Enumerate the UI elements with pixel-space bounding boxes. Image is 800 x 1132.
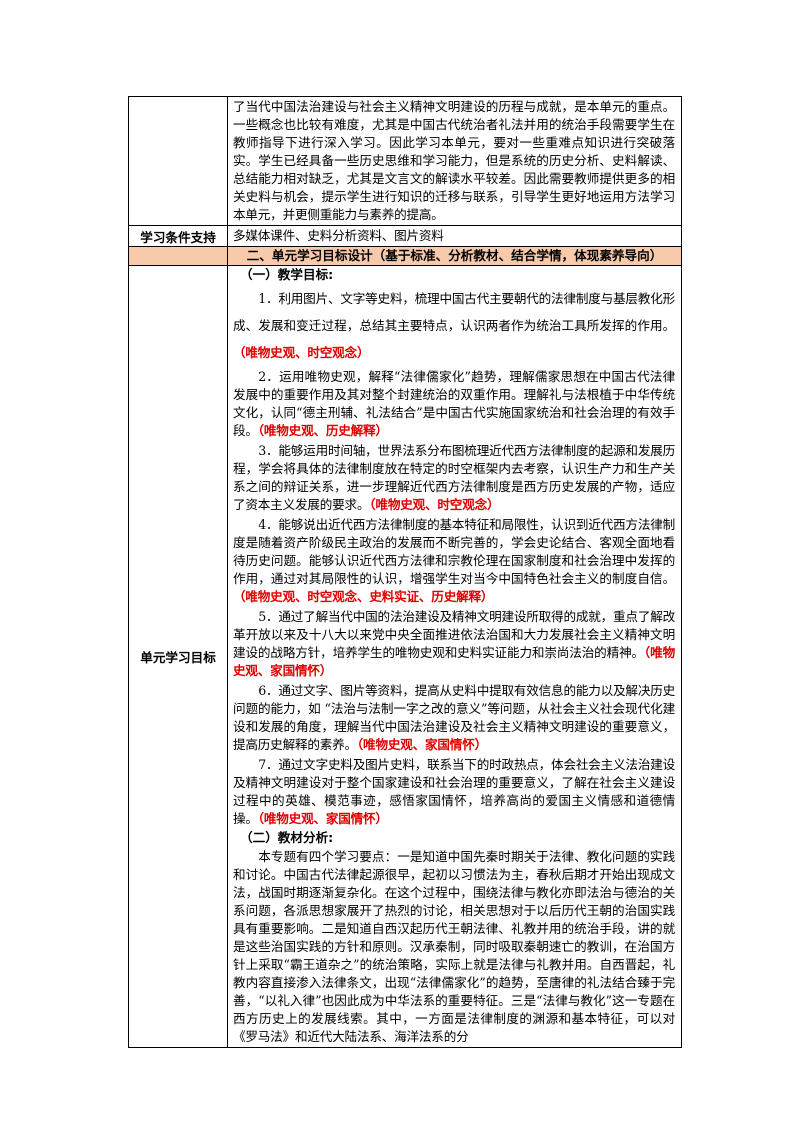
goals-content: （一）教学目标: 1．利用图片、文字等史料，梳理中国古代主要朝代的法律制度与基层… bbox=[227, 265, 682, 1048]
goal-item-3: 3．能够运用时间轴，世界法系分布图梳理近代西方法律制度的起源和发展历程，学会将具… bbox=[233, 443, 675, 512]
support-label: 学习条件支持 bbox=[128, 225, 228, 247]
goal-item-4: 4．能够说出近代西方法律制度的基本特征和局限性，认识到近代西方法律制度是随着资产… bbox=[233, 517, 675, 604]
goal-item-1: 1．利用图片、文字等史料，梳理中国古代主要朝代的法律制度与基层教化形成、发展和变… bbox=[233, 291, 675, 360]
support-value: 多媒体课件、史料分析资料、图片资料 bbox=[233, 228, 444, 243]
goal-item-7: 7．通过文字史料及图片史料，联系当下的时政热点，体会社会主义法治建设及精神文明建… bbox=[233, 757, 675, 826]
textbook-analysis-text: 本专题有四个学习要点：一是知道中国先秦时期关于法律、教化问题的实践和讨论。中国古… bbox=[233, 849, 675, 1044]
section-title: 二、单元学习目标设计（基于标准、分析教材、结合学情，体现素养导向） bbox=[227, 246, 682, 266]
support-row: 学习条件支持 多媒体课件、史料分析资料、图片资料 bbox=[128, 225, 682, 247]
goal-item-2: 2．运用唯物史观，解释“法律儒家化”趋势，理解儒家思想在中国古代法律发展中的重要… bbox=[233, 369, 675, 438]
goal-item-6: 6．通过文字、图片等资料，提高从史料中提取有效信息的能力以及解决历史问题的能力，… bbox=[233, 683, 675, 752]
intro-label-cell bbox=[128, 96, 228, 226]
teaching-goals-heading: （一）教学目标: bbox=[240, 267, 334, 282]
unit-design-table: 了当代中国法治建设与社会主义精神文明建设的历程与成就，是本单元的重点。一些概念也… bbox=[128, 96, 682, 1048]
intro-row: 了当代中国法治建设与社会主义精神文明建设的历程与成就，是本单元的重点。一些概念也… bbox=[128, 96, 682, 226]
intro-text-cell: 了当代中国法治建设与社会主义精神文明建设的历程与成就，是本单元的重点。一些概念也… bbox=[227, 96, 682, 226]
intro-text: 了当代中国法治建设与社会主义精神文明建设的历程与成就，是本单元的重点。一些概念也… bbox=[233, 99, 675, 222]
goal-item-5: 5．通过了解当代中国的法治建设及精神文明建设所取得的成就，重点了解改革开放以来及… bbox=[233, 609, 675, 678]
section-header-left bbox=[128, 246, 228, 266]
section-header-row: 二、单元学习目标设计（基于标准、分析教材、结合学情，体现素养导向） bbox=[128, 246, 682, 266]
goals-label: 单元学习目标 bbox=[128, 265, 228, 1048]
textbook-analysis-heading: （二）教材分析: bbox=[240, 830, 334, 845]
goals-row: 单元学习目标 （一）教学目标: 1．利用图片、文字等史料，梳理中国古代主要朝代的… bbox=[128, 265, 682, 1048]
